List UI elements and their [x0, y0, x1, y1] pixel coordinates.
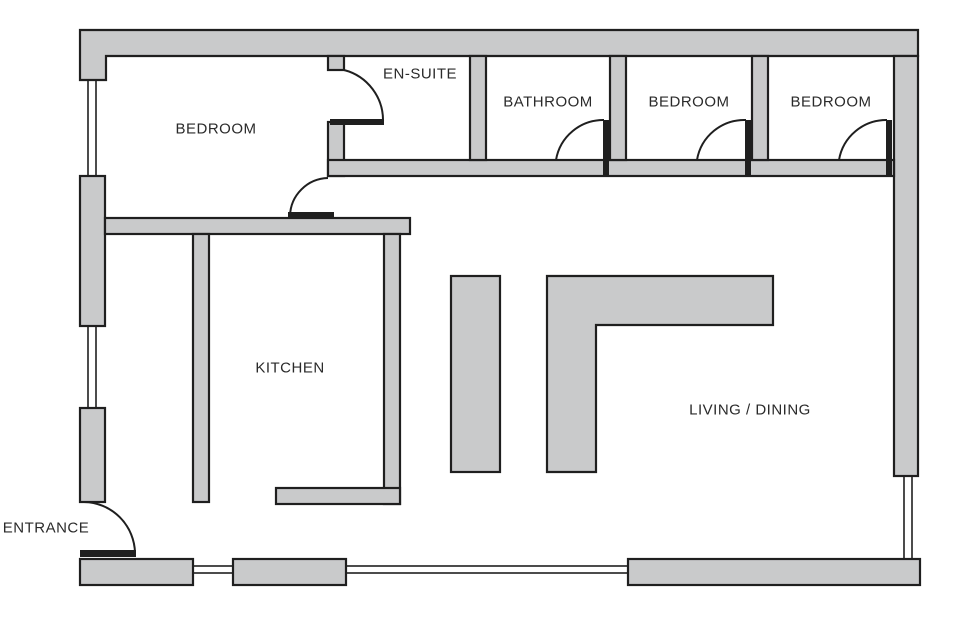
door-arc-bedroom3: [838, 118, 888, 161]
room-label-bedroom-2: BEDROOM: [648, 93, 730, 111]
door-arc-bedroom: [289, 177, 329, 217]
room-label-bedroom-main: BEDROOM: [175, 120, 257, 138]
door-arc-entrance: [83, 501, 136, 554]
door-leaf-bedroom3: [886, 120, 892, 176]
window-bottom-2: [345, 565, 629, 574]
wall-bottom-left: [78, 557, 195, 587]
wall-right: [892, 54, 920, 478]
wall-bedroom-bottom: [103, 216, 412, 236]
wall-left-upper: [78, 174, 107, 328]
wall-kitchen-left: [191, 232, 211, 504]
window-left-lower: [87, 325, 97, 409]
wall-bedroom2-bedroom3: [750, 54, 770, 162]
door-leaf-ensuite: [330, 119, 384, 125]
wall-kitchen-right: [382, 232, 402, 506]
room-label-bathroom: BATHROOM: [503, 93, 593, 111]
wall-top: [78, 28, 920, 82]
wall-bedroom-right-upper: [326, 54, 346, 72]
room-label-en-suite: EN-SUITE: [382, 65, 458, 83]
counter-l-shaped: [545, 274, 775, 474]
wall-ensuite-bathroom: [468, 54, 488, 162]
door-leaf-bedroom: [288, 212, 334, 218]
room-label-entrance: ENTRANCE: [2, 519, 90, 537]
door-leaf-bathroom: [603, 120, 609, 176]
counter-island: [449, 274, 502, 474]
door-leaf-bedroom2: [745, 120, 751, 176]
room-label-living-dining: LIVING / DINING: [689, 401, 811, 419]
window-bottom-1: [192, 565, 234, 574]
wall-left-lower: [78, 406, 107, 504]
wall-bottom-right: [626, 557, 922, 587]
door-arc-ensuite: [343, 69, 385, 123]
window-right-lower: [903, 475, 913, 560]
wall-kitchen-bottom: [274, 486, 402, 506]
door-arc-bathroom: [555, 118, 605, 161]
room-label-kitchen: KITCHEN: [255, 359, 325, 377]
door-leaf-entrance: [80, 550, 136, 557]
door-arc-bedroom2: [696, 118, 747, 161]
wall-bottom-mid: [231, 557, 348, 587]
room-label-bedroom-3: BEDROOM: [790, 93, 872, 111]
wall-corridor: [326, 158, 896, 178]
window-left-upper: [87, 79, 97, 177]
wall-bathroom-bedroom2: [608, 54, 628, 162]
